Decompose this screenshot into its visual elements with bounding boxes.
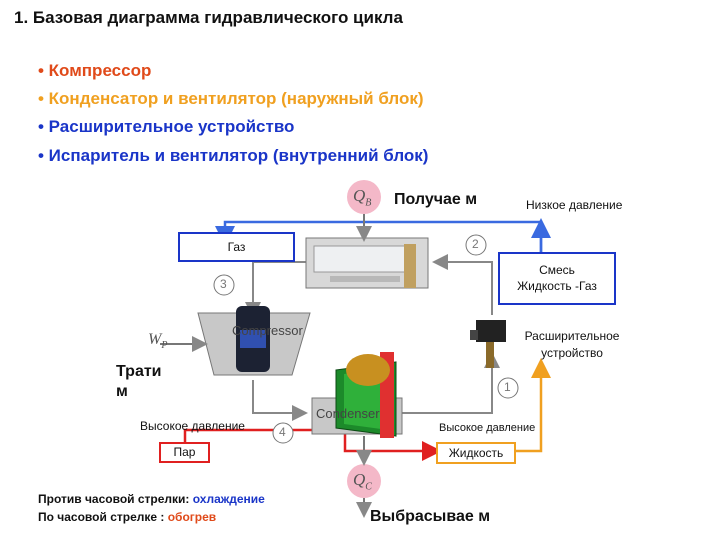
liquid-line — [516, 358, 551, 453]
qb-label: QB — [353, 186, 372, 209]
footer-line-2-value: обогрев — [167, 510, 217, 524]
page-title: 1. Базовая диаграмма гидравлического цик… — [14, 8, 403, 27]
condenser-caption: Condenser — [316, 406, 380, 421]
bullet-compressor: • Компрессор — [38, 61, 152, 80]
expansion-valve — [470, 320, 506, 368]
footer-line-2-prefix: По часовой стрелке : — [38, 510, 168, 524]
step-number-1: 1 — [504, 380, 511, 394]
wp-label: WP — [148, 331, 168, 352]
expansion-label-line1: Расширительное — [524, 329, 620, 343]
footer-line-1-value: охлаждение — [192, 492, 265, 506]
bullet-evaporator: • Испаритель и вентилятор (внутренний бл… — [38, 146, 429, 165]
step-number-3: 3 — [220, 277, 227, 291]
refrigerant-loop — [245, 254, 500, 421]
indoor-unit — [305, 237, 429, 289]
expansion-label: Расширительное устройство — [512, 328, 632, 362]
bullet-expansion: • Расширительное устройство — [38, 117, 295, 136]
footer-line-1-prefix: Против часовой стрелки: — [38, 492, 193, 506]
discard-label: Выбрасывае м — [370, 508, 491, 525]
high-pressure-left-label: Высокое давление — [140, 419, 245, 433]
compressor-caption: Compressor — [232, 323, 303, 338]
footer-line-1: Против часовой стрелки: охлаждение — [38, 492, 265, 506]
qc-label: QC — [353, 470, 372, 493]
step-number-4: 4 — [279, 425, 286, 439]
vapor-box: Пар — [159, 442, 210, 463]
mix-box: Смесь Жидкость -Газ — [498, 252, 616, 305]
qc-circle — [347, 464, 381, 498]
step-circle-2 — [465, 234, 487, 256]
spend-label: Трати м — [116, 363, 162, 400]
expansion-label-line2: устройство — [541, 346, 603, 360]
footer-line-2: По часовой стрелке : обогрев — [38, 510, 216, 524]
step-circle-4 — [272, 422, 294, 444]
bullet-condenser: • Конденсатор и вентилятор (наружный бло… — [38, 89, 424, 108]
mix-box-line1: Смесь — [539, 263, 575, 277]
mix-box-line2: Жидкость -Газ — [517, 279, 597, 293]
low-pressure-label: Низкое давление — [526, 198, 623, 212]
high-pressure-right-label: Высокое давление — [439, 422, 536, 434]
step-number-2: 2 — [472, 237, 479, 251]
qb-circle — [347, 180, 381, 214]
step-circle-1 — [497, 377, 519, 399]
step-circle-3 — [213, 274, 235, 296]
liquid-box: Жидкость — [436, 442, 516, 464]
gas-box: Газ — [178, 232, 295, 262]
receive-label: Получае м — [394, 191, 478, 208]
